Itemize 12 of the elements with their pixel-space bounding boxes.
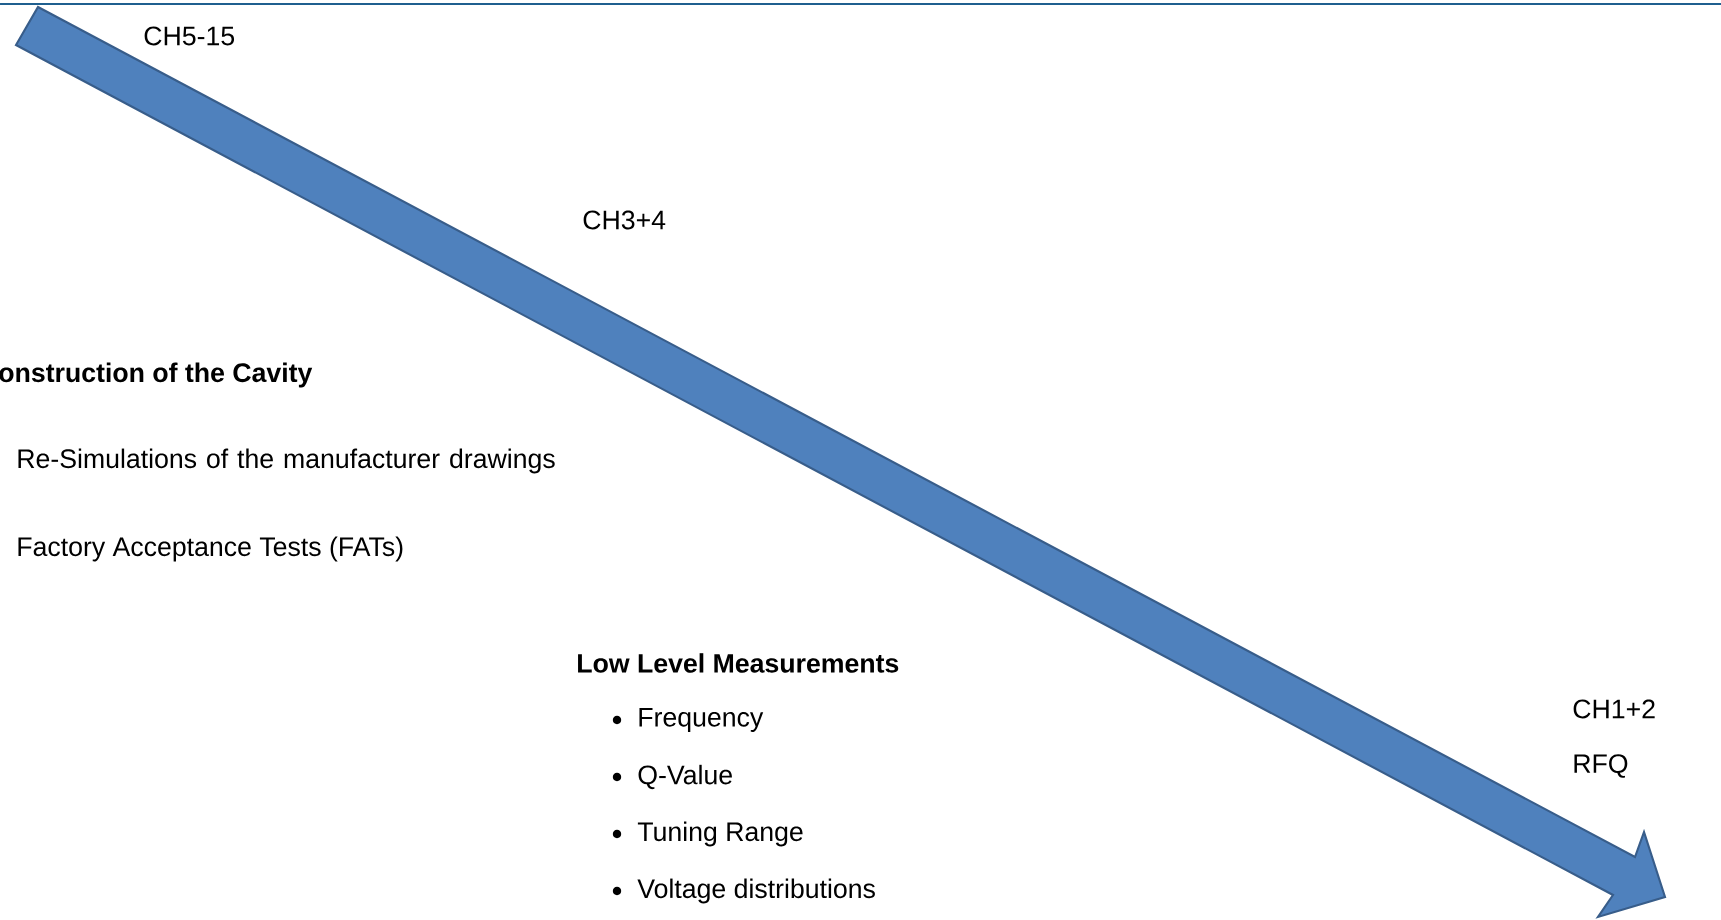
list-item: Re-Simulations of the manufacturer drawings	[18, 448, 555, 474]
stage-label: CH1+2	[1573, 699, 1655, 719]
list-item: Voltage distributions	[637, 878, 875, 904]
list-item: Frequency	[639, 708, 764, 732]
stage-label: CH3+4	[583, 210, 666, 230]
list-item: Q-Value	[638, 764, 732, 790]
stage-label: RFQ	[1574, 754, 1628, 778]
list-item: Tuning Range	[637, 821, 803, 847]
stage-label: Factory Acceptance Tests (FATs)	[18, 536, 403, 562]
stage-label: CH5-15	[144, 26, 235, 46]
section-heading: Low Level Measurements	[578, 653, 899, 673]
section-heading: onstruction of the Cavity	[0, 362, 313, 388]
